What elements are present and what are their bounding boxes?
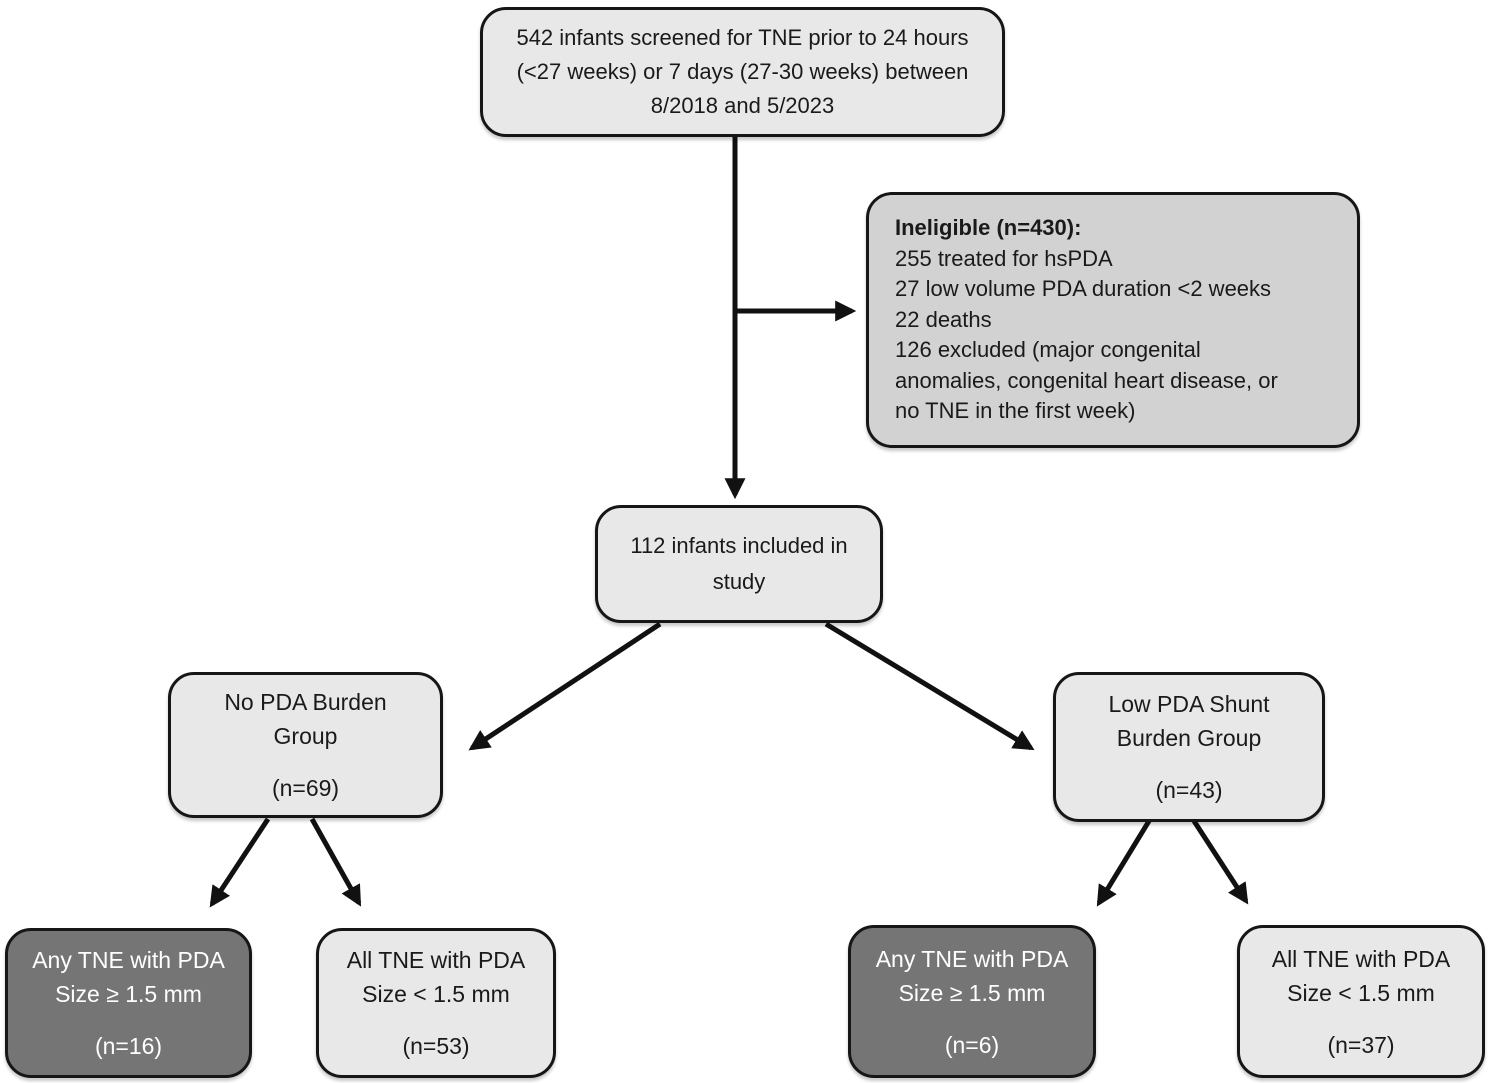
node-ineligible-line: no TNE in the first week) <box>895 398 1136 424</box>
node-label: No PDA Burden <box>224 689 387 715</box>
node-screened-line: (<27 weeks) or 7 days (27-30 weeks) betw… <box>516 59 969 84</box>
node-included: 112 infants included in study <box>595 505 883 623</box>
node-ineligible-line: 27 low volume PDA duration <2 weeks <box>895 276 1272 302</box>
node-label: Burden Group <box>1116 725 1262 751</box>
node-label: Size < 1.5 mm <box>1287 979 1435 1006</box>
node-low-pda-shunt-burden-group: Low PDA Shunt Burden Group (n=43) <box>1053 672 1325 822</box>
node-label: Size ≥ 1.5 mm <box>55 981 202 1007</box>
node-included-line: study <box>712 569 766 594</box>
arrow-included-to-low-burden <box>824 621 1035 751</box>
node-screened: 542 infants screened for TNE prior to 24… <box>480 7 1005 137</box>
node-low-burden-all-tne-pda-lt-1-5: All TNE with PDA Size < 1.5 mm (n=37) <box>1237 925 1485 1078</box>
node-screened-line: 8/2018 and 5/2023 <box>650 93 835 118</box>
node-count: (n=37) <box>1327 1031 1395 1058</box>
node-no-pda-burden-group: No PDA Burden Group (n=69) <box>168 672 443 818</box>
node-ineligible-line: 126 excluded (major congenital <box>895 337 1201 363</box>
node-low-burden-any-tne-pda-ge-1-5: Any TNE with PDA Size ≥ 1.5 mm (n=6) <box>848 925 1096 1078</box>
arrow-low-burden-to-any <box>1096 819 1152 907</box>
node-ineligible-line: 22 deaths <box>895 306 992 332</box>
node-count: (n=6) <box>944 1031 1000 1058</box>
node-label: Any TNE with PDA <box>32 947 225 973</box>
node-count: (n=69) <box>271 775 340 801</box>
node-ineligible-heading: Ineligible (n=430): <box>895 215 1082 241</box>
arrow-included-to-no-burden <box>468 621 662 751</box>
node-screened-line: 542 infants screened for TNE prior to 24… <box>516 25 969 50</box>
node-count: (n=53) <box>402 1033 470 1059</box>
node-label: All TNE with PDA <box>346 947 526 973</box>
node-no-burden-all-tne-pda-lt-1-5: All TNE with PDA Size < 1.5 mm (n=53) <box>316 928 556 1078</box>
node-label: Low PDA Shunt <box>1108 691 1270 717</box>
node-label: Size ≥ 1.5 mm <box>898 979 1046 1006</box>
node-count: (n=43) <box>1155 777 1223 803</box>
node-ineligible: Ineligible (n=430): 255 treated for hsPD… <box>866 192 1360 448</box>
node-label: All TNE with PDA <box>1271 945 1451 972</box>
arrow-no-burden-to-any <box>209 817 271 908</box>
node-ineligible-line: 255 treated for hsPDA <box>895 245 1113 271</box>
node-ineligible-line: anomalies, congenital heart disease, or <box>895 367 1278 393</box>
node-label: Group <box>273 723 338 749</box>
node-label: Size < 1.5 mm <box>362 981 510 1007</box>
node-label: Any TNE with PDA <box>875 945 1069 972</box>
arrow-low-burden-to-all <box>1191 819 1249 905</box>
node-no-burden-any-tne-pda-ge-1-5: Any TNE with PDA Size ≥ 1.5 mm (n=16) <box>5 928 252 1078</box>
node-included-line: 112 infants included in <box>630 533 848 558</box>
arrow-no-burden-to-all <box>309 817 362 907</box>
node-count: (n=16) <box>94 1033 163 1059</box>
